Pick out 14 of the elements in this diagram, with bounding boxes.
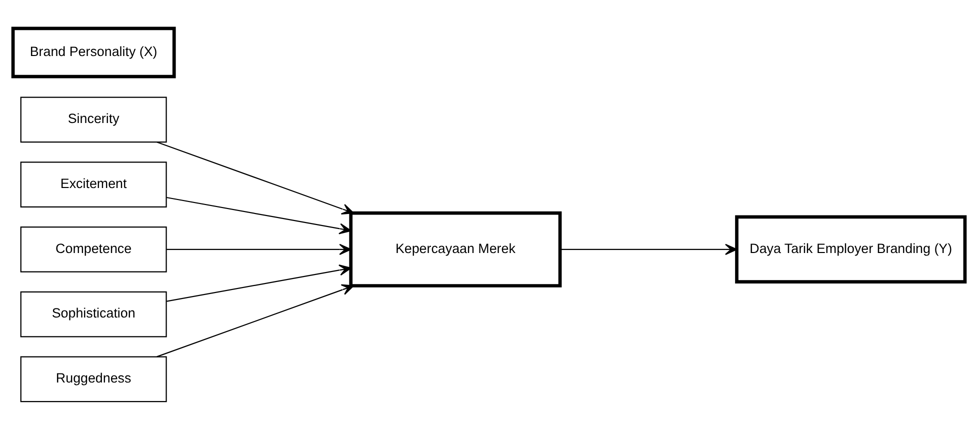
node-box: Brand Personality (X) xyxy=(11,26,176,78)
node-box: Competence xyxy=(20,226,167,272)
arrow xyxy=(166,264,352,302)
node-box: Ruggedness xyxy=(20,356,167,402)
node-box: Sophistication xyxy=(20,290,167,337)
arrow xyxy=(166,196,352,234)
node-box: Daya Tarik Employer Branding (Y) xyxy=(735,214,967,284)
arrow xyxy=(166,243,352,254)
node-box: Kepercayaan Merek xyxy=(349,210,562,287)
arrow xyxy=(560,243,738,254)
node-box: Excitement xyxy=(20,161,167,207)
node-box: Sincerity xyxy=(20,96,167,142)
arrow xyxy=(156,284,354,357)
arrow xyxy=(156,141,354,214)
